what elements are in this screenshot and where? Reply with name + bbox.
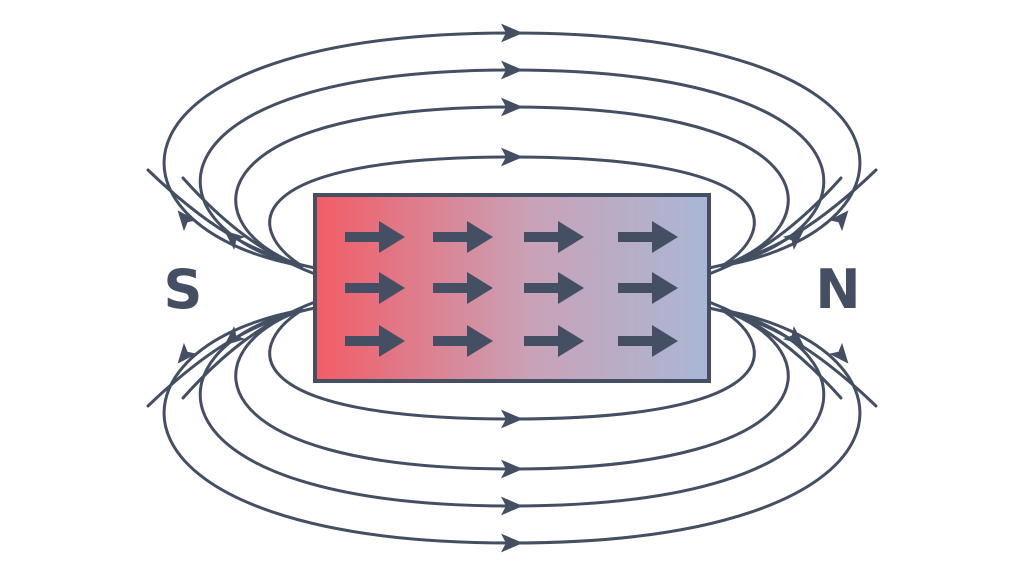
arrowhead-icon: [501, 23, 523, 43]
north-pole-label: N: [815, 258, 860, 321]
arrowhead-icon: [501, 97, 523, 117]
arrowhead-icon: [501, 60, 523, 80]
arrowhead-icon: [829, 342, 849, 364]
south-pole-label: S: [164, 258, 203, 321]
field-line-flare-8: [707, 300, 843, 400]
arrowhead-icon: [501, 147, 523, 167]
magnetization-arrows: [345, 221, 678, 357]
arrowhead-icon: [829, 210, 849, 232]
field-line-flare-5: [707, 168, 878, 270]
arrowhead-icon: [177, 342, 197, 364]
arrowhead-icon: [501, 496, 523, 516]
field-line-flare-2: [181, 176, 317, 276]
arrowhead-icon: [501, 409, 523, 429]
arrow-right-icon: [524, 221, 584, 253]
arrow-right-icon: [433, 221, 493, 253]
arrow-right-icon: [618, 325, 678, 357]
field-line-flare-7: [707, 306, 878, 408]
arrowhead-icon: [782, 230, 804, 250]
arrowhead-icon: [501, 533, 523, 553]
field-direction-arrowheads: [177, 23, 849, 553]
arrow-right-icon: [345, 325, 405, 357]
arrowhead-icon: [224, 326, 246, 346]
arrowhead-icon: [177, 210, 197, 232]
field-line-flare-4: [181, 300, 317, 400]
field-line-flare-6: [707, 176, 843, 276]
arrowhead-icon: [224, 230, 246, 250]
arrow-right-icon: [345, 221, 405, 253]
arrow-right-icon: [433, 272, 493, 304]
field-line-flare-3: [146, 306, 317, 408]
arrow-right-icon: [618, 272, 678, 304]
arrow-right-icon: [345, 272, 405, 304]
arrowhead-icon: [501, 459, 523, 479]
arrow-right-icon: [524, 325, 584, 357]
arrow-right-icon: [618, 221, 678, 253]
arrow-right-icon: [433, 325, 493, 357]
arrowhead-icon: [782, 326, 804, 346]
arrow-right-icon: [524, 272, 584, 304]
field-line-flare-1: [146, 168, 317, 270]
